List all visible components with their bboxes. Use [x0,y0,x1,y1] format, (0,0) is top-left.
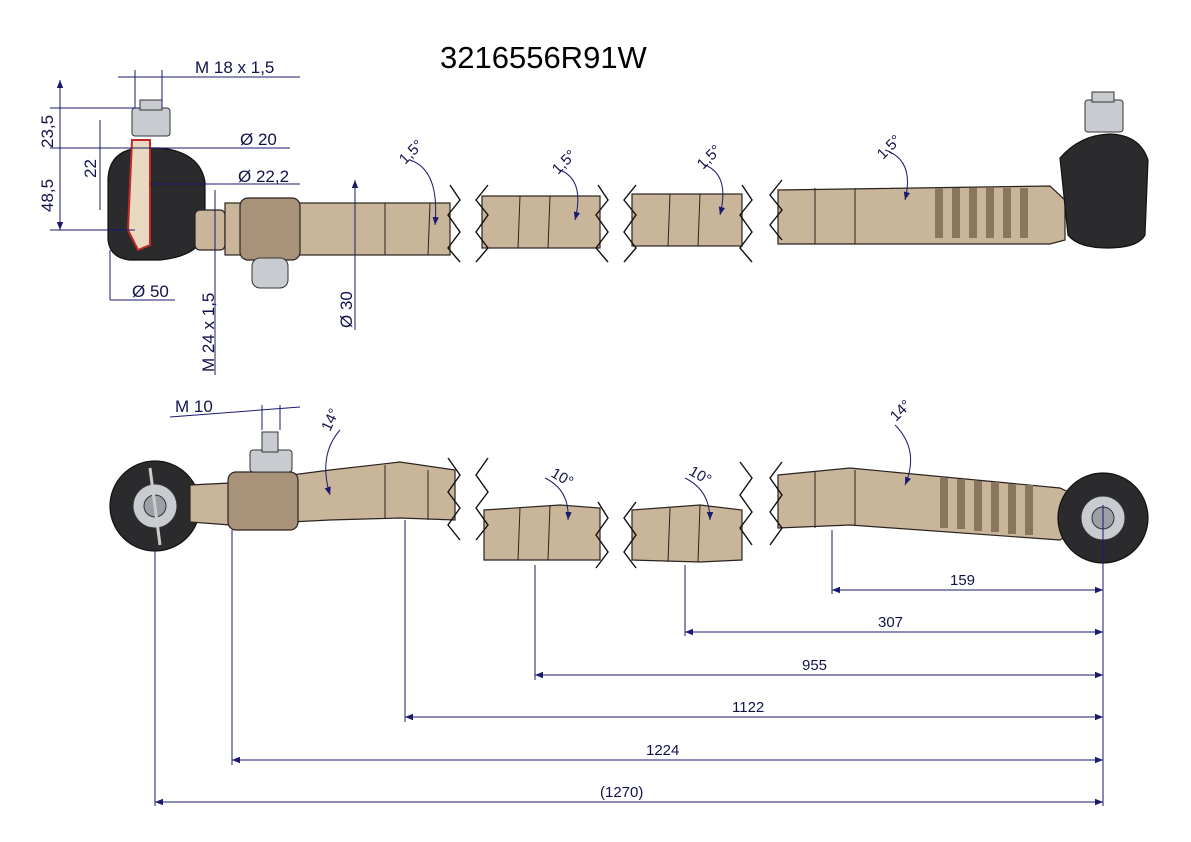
height-23-5-label: 23,5 [38,115,57,148]
bottom-tube-mid2 [623,461,753,569]
dia-22-2-label: Ø 22,2 [238,167,289,186]
dim-1270-label: (1270) [600,784,643,801]
left-ball-joint-eye [109,460,201,552]
angle-10-mid1-label: 10° [548,465,576,491]
left-ball-joint [107,99,226,261]
top-tube-left [224,184,461,289]
dim-159-label: 159 [950,572,975,589]
dia-50-label: Ø 50 [132,282,169,301]
dim-1122-label: 1122 [732,699,764,716]
height-48-5-label: 48,5 [38,179,57,212]
angle-10-mid2-label: 10° [686,463,714,489]
top-tube-mid1 [475,184,609,263]
angle-14-right-label: 14° [887,397,915,425]
bottom-dimension-lines [154,405,1104,806]
top-tube-right [769,91,1149,249]
dia-20-label: Ø 20 [240,130,277,149]
thread-tube-label: M 24 x 1,5 [199,293,218,372]
thread-end-label: M 18 x 1,5 [195,58,274,77]
dia-30-label: Ø 30 [337,291,356,328]
bottom-tube-left [189,431,461,541]
angle-label-1: 1,5° [396,137,427,168]
bottom-tube-right [769,461,1149,564]
part-number-title: 3216556R91W [440,40,648,75]
angle-label-2: 1,5° [549,147,580,178]
height-22-label: 22 [81,159,100,178]
top-view: M 18 x 1,5 Ø 20 Ø 22,2 Ø 50 23,5 22 48,5… [38,58,1149,375]
dim-307-label: 307 [878,614,903,631]
bottom-tube-mid1 [475,457,609,569]
angle-label-3: 1,5° [694,142,725,173]
angle-label-4: 1,5° [874,132,905,163]
bolt-m10-label: M 10 [175,397,213,416]
angle-14-left-label: 14° [318,406,343,434]
top-dimension-lines [50,70,359,375]
knurled-grip [935,188,1028,238]
top-tube-mid2 [623,184,753,263]
knurled-grip-bottom [940,478,1033,535]
bottom-view: M 10 14° 14° 10° 10° 159 307 955 1122 12… [109,397,1149,806]
dim-955-label: 955 [802,657,827,674]
dim-1224-label: 1224 [646,742,679,759]
